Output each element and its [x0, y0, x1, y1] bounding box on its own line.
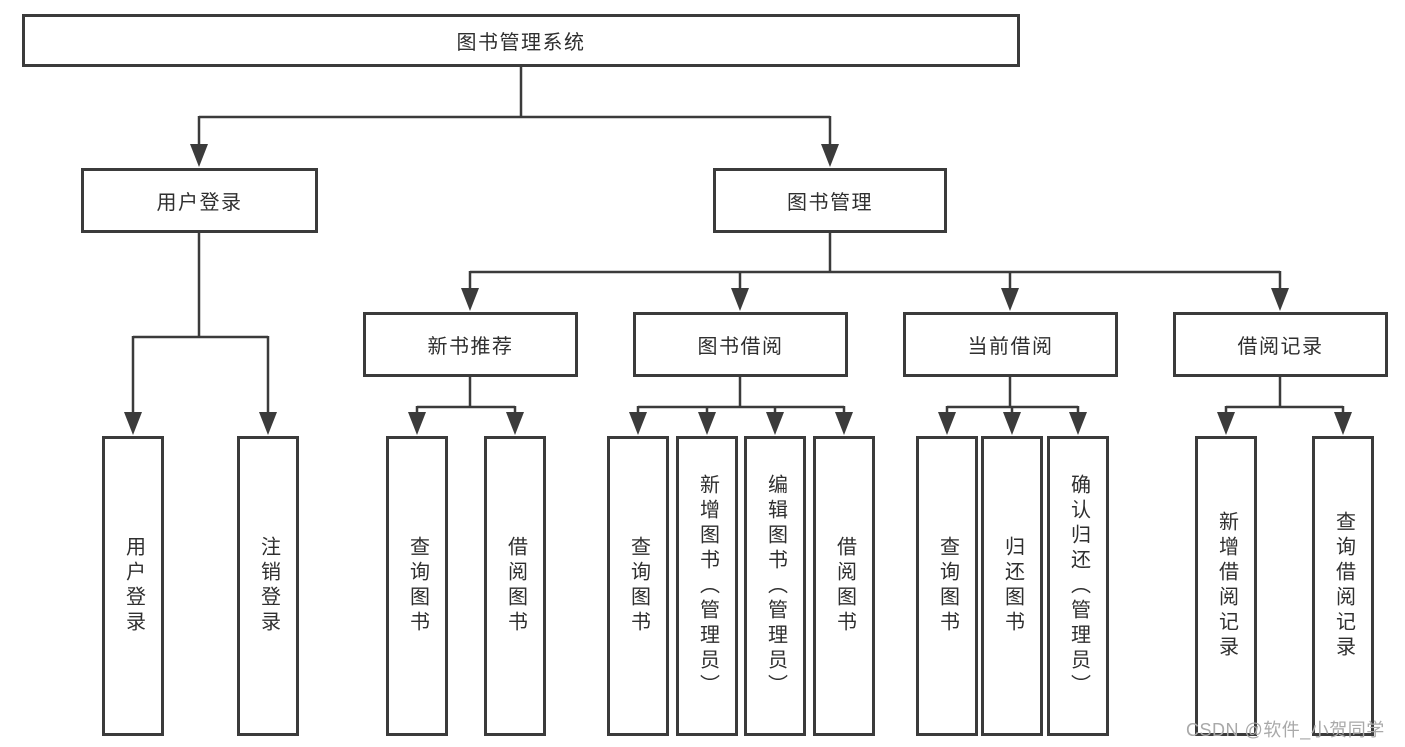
node-new-book-recommendation: 新书推荐 [363, 312, 578, 377]
leaf-add-borrow-record: 新增借阅记录 [1195, 436, 1257, 736]
node-library-management-system: 图书管理系统 [22, 14, 1020, 67]
leaf-return-books: 归还图书 [981, 436, 1043, 736]
node-borrowing-records: 借阅记录 [1173, 312, 1388, 377]
node-book-borrowing: 图书借阅 [633, 312, 848, 377]
leaf-user-login: 用户登录 [102, 436, 164, 736]
leaf-query-borrow-record: 查询借阅记录 [1312, 436, 1374, 736]
connector-borrowing-records-children [1217, 377, 1352, 435]
leaf-query-books-current: 查询图书 [916, 436, 978, 736]
node-book-management: 图书管理 [713, 168, 947, 233]
connector-new-book-recommendation-children [408, 377, 524, 435]
leaf-query-books-recommendation: 查询图书 [386, 436, 448, 736]
leaf-edit-book-admin: 编辑图书（管理员） [744, 436, 806, 736]
leaf-logout: 注销登录 [237, 436, 299, 736]
leaf-confirm-return-admin: 确认归还（管理员） [1047, 436, 1109, 736]
leaf-borrow-books-recommendation: 借阅图书 [484, 436, 546, 736]
node-current-borrowing: 当前借阅 [903, 312, 1118, 377]
connector-user-login-children [124, 233, 277, 435]
leaf-borrow-books-borrowing: 借阅图书 [813, 436, 875, 736]
node-user-login: 用户登录 [81, 168, 318, 233]
connector-book-borrowing-children [629, 377, 853, 435]
connector-book-management-children [461, 233, 1289, 311]
leaf-add-book-admin: 新增图书（管理员） [676, 436, 738, 736]
leaf-query-books-borrowing: 查询图书 [607, 436, 669, 736]
csdn-watermark: CSDN @软件_小贺同学 [1186, 720, 1385, 740]
connector-current-borrowing-children [938, 377, 1087, 435]
connector-root-to-level1 [190, 67, 839, 167]
